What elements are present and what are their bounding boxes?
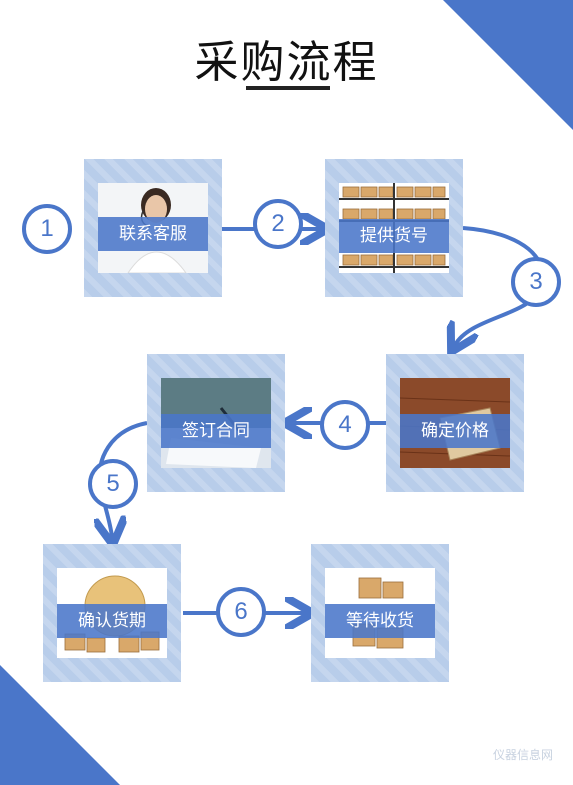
corner-triangle-bottom-left bbox=[0, 665, 120, 785]
watermark: 仪器信息网 bbox=[492, 748, 553, 762]
step-label: 确定价格 bbox=[400, 414, 510, 448]
step-card-4: 签订合同 bbox=[147, 354, 285, 492]
title-underline bbox=[246, 86, 330, 90]
step-label: 等待收货 bbox=[325, 604, 435, 638]
step-number-3: 3 bbox=[511, 257, 561, 307]
step-label: 确认货期 bbox=[57, 604, 167, 638]
step-card-3: 确定价格 bbox=[386, 354, 524, 492]
step-card-6: 等待收货 bbox=[311, 544, 449, 682]
corner-triangle-top-right bbox=[443, 0, 573, 130]
step-label: 提供货号 bbox=[339, 219, 449, 253]
step-card-1: 联系客服 bbox=[84, 159, 222, 297]
step-number-1: 1 bbox=[22, 204, 72, 254]
step-number-5: 5 bbox=[88, 459, 138, 509]
step-card-2: 提供货号 bbox=[325, 159, 463, 297]
step-label: 签订合同 bbox=[161, 414, 271, 448]
step-number-4: 4 bbox=[320, 400, 370, 450]
step-label: 联系客服 bbox=[98, 217, 208, 251]
step-number-2: 2 bbox=[253, 199, 303, 249]
page-title: 采购流程 bbox=[194, 37, 379, 88]
step-number-6: 6 bbox=[216, 587, 266, 637]
step-card-5: 确认货期 bbox=[43, 544, 181, 682]
